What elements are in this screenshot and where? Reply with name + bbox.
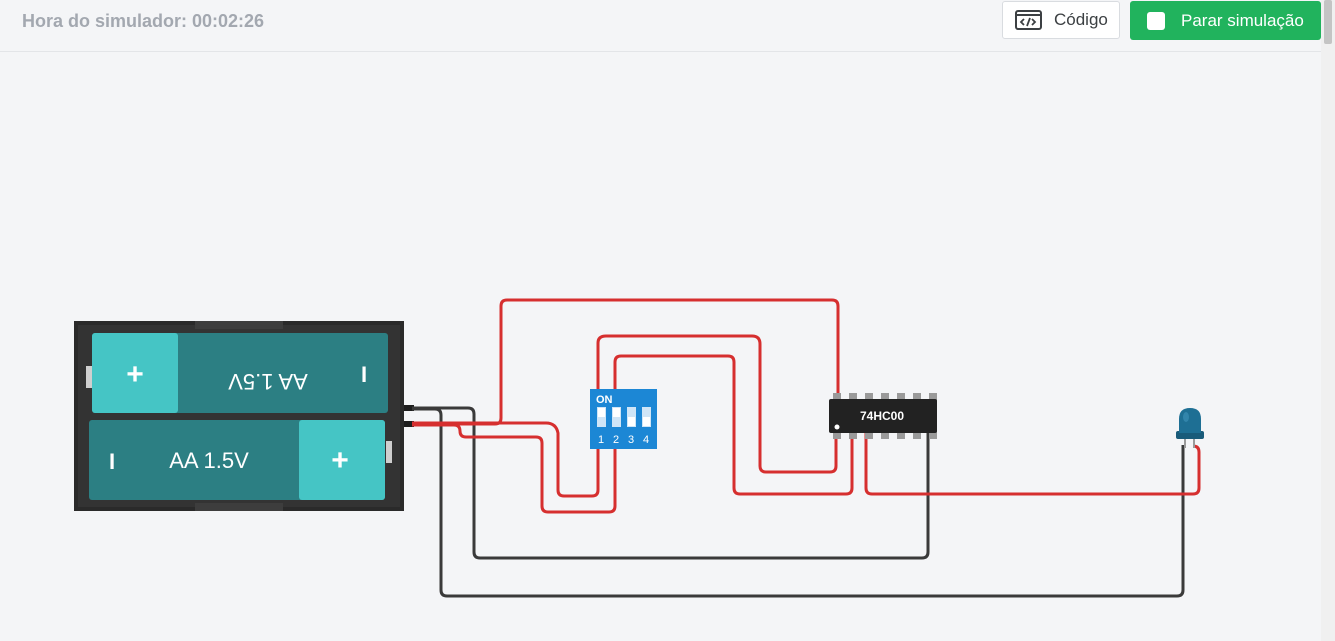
battery-top[interactable]: + AA 1.5V I [92, 333, 388, 413]
ic-74hc00[interactable]: 74HC00 [829, 393, 937, 439]
dip-pin-1: 1 [598, 434, 604, 446]
battery-top-plus: + [126, 358, 144, 391]
simulator-time: Hora do simulador: 00:02:26 [22, 11, 265, 31]
wire-red-switch-4[interactable] [412, 423, 617, 514]
battery-pack[interactable]: + AA 1.5V I I AA 1.5V + [74, 321, 414, 511]
battery-top-minus: I [361, 362, 367, 387]
dip-pin-2: 2 [613, 434, 619, 446]
dip-switch-on-label: ON [596, 394, 613, 406]
dip-pin-4: 4 [643, 434, 649, 446]
scrollbar-thumb[interactable] [1324, 0, 1332, 44]
battery-bottom[interactable]: I AA 1.5V + [89, 420, 385, 500]
red-wires[interactable] [412, 298, 1201, 514]
stop-simulation-label: Parar simulação [1181, 10, 1304, 30]
code-editor-icon [1015, 10, 1042, 30]
wire-red-switch-2[interactable] [613, 354, 854, 496]
simulator-toolbar: Hora do simulador: 00:02:26 Código Parar… [0, 0, 1321, 52]
code-button-label: Código [1054, 10, 1108, 29]
battery-bottom-plus: + [331, 444, 349, 477]
circuit-canvas[interactable]: + AA 1.5V I I AA 1.5V + ON [0, 52, 1321, 641]
wire-red-led[interactable] [864, 432, 1201, 496]
dip-switch-levers[interactable] [597, 407, 651, 427]
wire-black-ground-ic[interactable] [412, 406, 930, 560]
battery-bottom-label: AA 1.5V [169, 448, 249, 473]
code-button[interactable]: Código [1002, 1, 1120, 39]
battery-top-label: AA 1.5V [228, 369, 308, 394]
stop-icon [1147, 11, 1165, 30]
wire-red-switch-1[interactable] [412, 334, 838, 498]
stop-simulation-button[interactable]: Parar simulação [1130, 1, 1321, 40]
dip-pin-3: 3 [628, 434, 634, 446]
dip-switch[interactable]: ON 1 2 3 4 [590, 389, 657, 449]
wire-black-ground-led[interactable] [412, 407, 1185, 598]
blue-led[interactable] [1176, 408, 1204, 448]
battery-bottom-minus: I [109, 449, 115, 474]
ic-label: 74HC00 [860, 409, 904, 423]
black-wires[interactable] [412, 406, 1185, 598]
vertical-scrollbar[interactable] [1321, 0, 1335, 641]
